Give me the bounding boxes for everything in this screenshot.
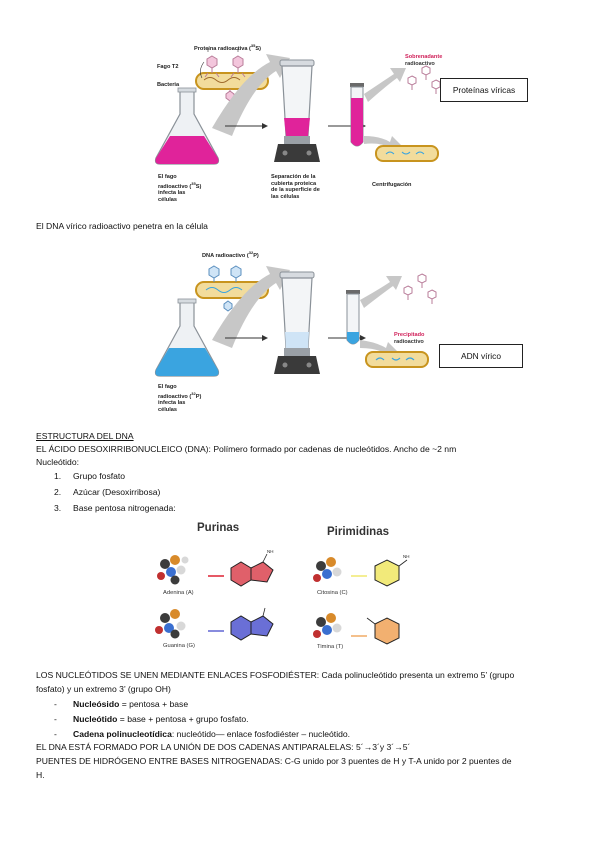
callout-viral-proteins: Proteínas víricas bbox=[440, 78, 528, 102]
test-tube-icon bbox=[350, 83, 364, 147]
guanine-structure-icon bbox=[230, 607, 274, 641]
figure-protein-drawing bbox=[154, 48, 441, 165]
label-radioactive-dna: DNA radioactivo (32P) bbox=[202, 250, 259, 259]
blender-icon bbox=[274, 271, 320, 374]
phage-icon-3 bbox=[223, 300, 233, 312]
list-item: 3.Base pentosa nitrogenada: bbox=[54, 503, 176, 513]
phage-icon-1 bbox=[208, 265, 220, 282]
arrow-shape bbox=[212, 266, 290, 348]
list-item: -Nucleósido = pentosa + base bbox=[54, 699, 189, 709]
test-tube-icon bbox=[346, 290, 360, 345]
label-precipitate: Precipitado radioactivo bbox=[394, 332, 425, 345]
bases-drawing: NH NH bbox=[155, 549, 410, 645]
callout-viral-dna: ADN vírico bbox=[439, 344, 523, 368]
adenine-ball-model-icon bbox=[157, 555, 189, 585]
flask-icon bbox=[154, 298, 220, 377]
thymine-structure-icon bbox=[366, 617, 400, 645]
linkage-text-line2: fosfato) y un extremo 3’ (grupo OH) bbox=[36, 684, 171, 694]
caption-flask-infection: El fago radioactivo (35S) infecta las cé… bbox=[158, 174, 202, 203]
label-supernatant: Sobrenadante radioactivo bbox=[405, 54, 443, 67]
label-phage-t2: Fago T2 bbox=[157, 64, 179, 70]
blender-icon bbox=[274, 59, 320, 162]
arrow-shape bbox=[364, 68, 406, 102]
linkage-text-line1: LOS NUCLEÓTIDOS SE UNEN MEDIANTE ENLACES… bbox=[36, 670, 515, 680]
svg-text:NH: NH bbox=[267, 549, 274, 554]
label-radioactive-protein: Proteína radioactiva (35S) bbox=[194, 43, 261, 52]
phage-icon-2 bbox=[230, 55, 246, 78]
list-item: -Cadena polinucleotídica: nucleótido— en… bbox=[54, 729, 351, 739]
figure-dna-experiment: DNA radioactivo (32P) Precipitado radioa… bbox=[150, 244, 550, 434]
phage-ghost-icon bbox=[407, 65, 441, 94]
caption-flask-infection-dna: El fago radioactivo (32P) infecta las cé… bbox=[158, 384, 202, 413]
label-guanine: Guanina (G) bbox=[163, 643, 195, 649]
caption-blender-separation: Separación de la cubierta proteica de la… bbox=[271, 174, 320, 200]
arrow-shape bbox=[212, 54, 290, 136]
figure-protein-experiment: Proteína radioactiva (35S) Fago T2 Bacte… bbox=[150, 36, 550, 216]
title-pyrimidines: Pirimidinas bbox=[327, 526, 389, 538]
title-purines: Purinas bbox=[197, 522, 240, 534]
arrow-shape bbox=[360, 276, 402, 308]
phage-icon-2 bbox=[230, 265, 242, 282]
label-cytosine: Citosina (C) bbox=[317, 590, 348, 596]
adenine-structure-icon: NH bbox=[230, 549, 274, 587]
figure-nitrogenous-bases: Purinas Pirimidinas NH bbox=[145, 518, 445, 653]
label-nucleotide: Nucleótido: bbox=[36, 457, 79, 467]
nucleotide-parts-list: 1.Grupo fosfato 2.Azúcar (Desoxirribosa)… bbox=[54, 470, 176, 518]
list-item: 1.Grupo fosfato bbox=[54, 471, 126, 481]
thymine-ball-model-icon bbox=[313, 613, 342, 638]
hydrogen-bonds-line1: PUENTES DE HIDRÓGENO ENTRE BASES NITROGE… bbox=[36, 756, 512, 766]
caption-centrifugation: Centrifugación bbox=[372, 182, 412, 188]
antiparallel-text: EL DNA ESTÁ FORMADO POR LA UNIÓN DE DOS … bbox=[36, 742, 411, 752]
flask-icon bbox=[154, 87, 220, 165]
list-item: -Nucleótido = base + pentosa + grupo fos… bbox=[54, 714, 249, 724]
definition-dna: EL ÁCIDO DESOXIRRIBONUCLEICO (DNA): Polí… bbox=[36, 444, 457, 454]
figure-dna-drawing bbox=[154, 265, 437, 377]
label-thymine: Timina (T) bbox=[317, 644, 344, 650]
hydrogen-bonds-line2: H. bbox=[36, 770, 45, 780]
label-adenine: Adenina (A) bbox=[163, 590, 194, 596]
cytosine-ball-model-icon bbox=[313, 557, 342, 582]
guanine-ball-model-icon bbox=[155, 609, 186, 639]
line-dna-enters-cell: El DNA vírico radioactivo penetra en la … bbox=[36, 221, 208, 231]
svg-text:NH: NH bbox=[403, 554, 410, 559]
list-item: 2.Azúcar (Desoxirribosa) bbox=[54, 487, 161, 497]
phage-icon-1 bbox=[204, 55, 220, 78]
heading-dna-structure: ESTRUCTURA DEL DNA bbox=[36, 431, 134, 441]
label-bacteria: Bacteria bbox=[157, 82, 180, 88]
cytosine-structure-icon: NH bbox=[374, 554, 410, 587]
definitions-list: -Nucleósido = pentosa + base -Nucleótido… bbox=[54, 698, 350, 743]
phage-ghost-icon bbox=[403, 273, 437, 304]
